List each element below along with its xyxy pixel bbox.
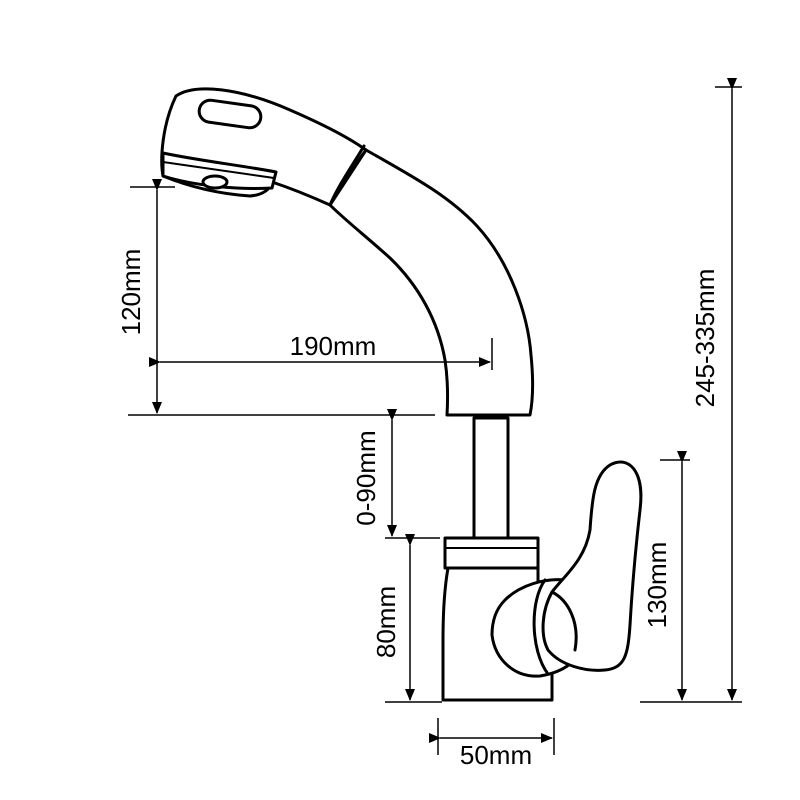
label-total-height: 245-335mm — [690, 269, 720, 408]
spout-tube — [328, 148, 535, 417]
label-base-height: 80mm — [371, 586, 401, 658]
aerator-icon — [201, 174, 229, 190]
spray-button-icon — [197, 98, 263, 130]
spray-joint — [328, 144, 366, 207]
label-base-width: 50mm — [460, 740, 532, 770]
base-collar — [443, 536, 540, 570]
dimension-labels: 120mm 190mm 0-90mm 80mm 130mm 245-335mm … — [116, 249, 720, 770]
vertical-tube — [472, 416, 510, 545]
label-pullout-range: 0-90mm — [351, 430, 381, 525]
label-spout-height: 120mm — [116, 249, 146, 336]
faucet-outline — [160, 87, 643, 702]
dimension-lines — [128, 78, 742, 755]
label-handle-height: 130mm — [642, 542, 672, 629]
label-spout-reach: 190mm — [290, 331, 377, 361]
lever-handle[interactable] — [541, 460, 643, 672]
